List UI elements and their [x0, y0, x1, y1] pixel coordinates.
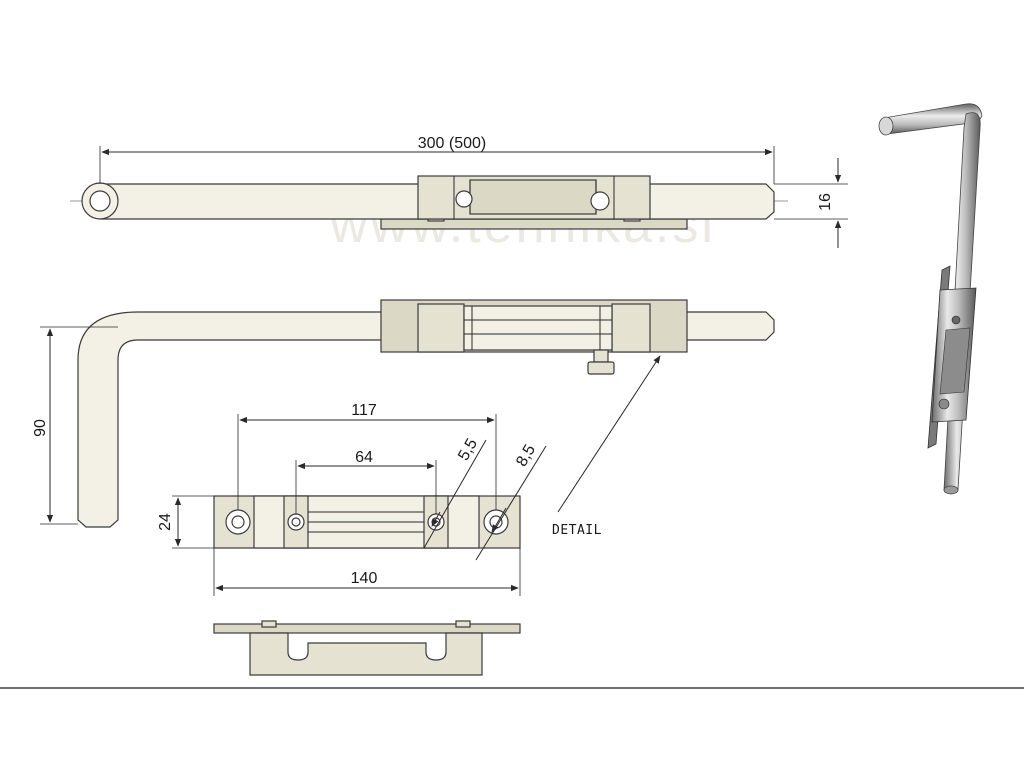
- plate-elevation: [213, 620, 521, 676]
- dim-117-label: 117: [351, 402, 377, 419]
- mounting-plate-plan: 117 64 5,5 8,5 24 140: [157, 402, 547, 596]
- elevation-tab-right: [455, 620, 471, 628]
- dim-5-5-arrow: [431, 511, 441, 527]
- top-housing-slot: [469, 179, 597, 215]
- side-view: 90 DETAIL: [32, 299, 775, 538]
- side-housing-left: [417, 303, 465, 353]
- dim-5-5-leader: [423, 439, 487, 549]
- product-housing-slot: [939, 327, 971, 395]
- side-slot-body: [463, 305, 613, 351]
- product-handle-end: [878, 116, 894, 136]
- elevation-plate-body: [249, 632, 483, 676]
- plate-hole-outer-left-inner: [231, 515, 245, 529]
- elevation-tab-left: [261, 620, 277, 628]
- elevation-plate-top: [213, 623, 521, 634]
- dim-64-label: 64: [355, 449, 373, 466]
- side-knob-stem: [593, 349, 609, 363]
- top-rod-eye-hole: [89, 190, 111, 212]
- top-base-plate: [380, 218, 688, 230]
- dim-8-5-arrow: [491, 507, 507, 533]
- dim-8-5-label: 8,5: [513, 442, 539, 470]
- product-3d-preview: [878, 103, 983, 495]
- dim-handle-label: 90: [32, 419, 49, 437]
- dim-diameter-label: 16: [817, 193, 834, 211]
- detail-label: DETAIL: [552, 523, 602, 538]
- top-view: 300 (500) 16: [70, 135, 848, 248]
- dim-5-5-label: 5,5: [455, 436, 481, 464]
- dim-length-label: 300 (500): [418, 135, 487, 152]
- dim-24-label: 24: [157, 513, 174, 531]
- dim-8-5-leader: [475, 445, 547, 561]
- detail-leader: [557, 355, 661, 513]
- top-housing-hole-left: [455, 190, 473, 208]
- side-knob-head: [587, 361, 615, 375]
- top-housing-hole-right: [590, 191, 610, 211]
- side-rod-with-handle: [77, 311, 775, 528]
- side-housing-right: [611, 303, 651, 353]
- plate-hole-inner-left-center: [291, 517, 301, 527]
- product-knob: [938, 398, 950, 410]
- dim-140-label: 140: [351, 570, 378, 587]
- product-rod-end: [943, 485, 959, 495]
- product-housing-hole-top: [951, 315, 961, 325]
